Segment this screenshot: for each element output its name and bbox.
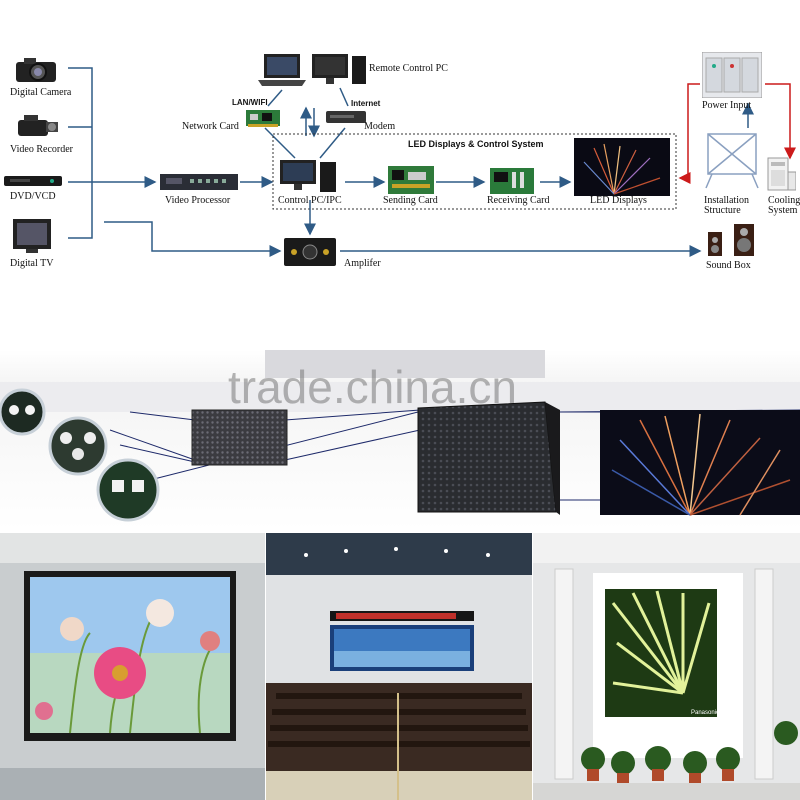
- digital-tv-label: Digital TV: [10, 258, 54, 269]
- amplifier-label: Amplifer: [344, 258, 381, 269]
- power-input-label: Power Input: [702, 100, 752, 111]
- receiving-card-label: Receiving Card: [487, 195, 550, 206]
- installation-label-1: Installation: [704, 195, 749, 206]
- internet-label: Internet: [351, 99, 381, 108]
- network-card-label: Network Card: [182, 121, 239, 132]
- network-card-icon: [246, 108, 282, 128]
- connection-lines: [68, 67, 796, 257]
- cooling-label-1: Cooling: [768, 195, 800, 206]
- modem-label: Modem: [364, 121, 396, 132]
- lan-wifi-label: LAN/WIFI: [232, 98, 268, 107]
- sending-card-label: Sending Card: [383, 195, 438, 206]
- led-display-icon: [574, 138, 670, 196]
- speaker-icon: [706, 222, 758, 258]
- video-processor-icon: [160, 172, 238, 192]
- power-cabinet-icon: [702, 52, 762, 98]
- sending-card-icon: [388, 166, 434, 194]
- digital-camera-label: Digital Camera: [10, 87, 72, 98]
- led-module-illustration: [0, 350, 800, 530]
- camera-icon: [14, 54, 58, 84]
- modem-icon: [326, 108, 366, 126]
- led-lamp-closeups: [0, 388, 160, 522]
- receiving-card-icon: [490, 168, 534, 194]
- laptop-icon: [258, 52, 306, 88]
- desktop-pc-icon: [312, 52, 368, 86]
- amplifier-icon: [284, 236, 336, 268]
- watermark: trade.china.cn: [228, 361, 517, 413]
- lobby-led-photo: Panasonic: [533, 533, 800, 800]
- sound-box-label: Sound Box: [706, 260, 751, 271]
- installation-structure-icon: [702, 130, 762, 190]
- remote-control-pc-label: Remote Control PC: [369, 63, 448, 74]
- air-conditioner-icon: [766, 156, 796, 192]
- video-recorder-icon: [14, 112, 60, 140]
- installation-label-2: Structure: [704, 205, 741, 216]
- panasonic-logo: Panasonic: [691, 710, 719, 716]
- tv-icon: [12, 218, 52, 254]
- dvd-vcd-label: DVD/VCD: [10, 191, 56, 202]
- control-pc-label: Control PC/IPC: [278, 195, 342, 206]
- auditorium-led-photo: [266, 533, 532, 800]
- control-pc-icon: [280, 160, 340, 194]
- system-diagram: Digital Camera Video Recorder DVD/VCD Di…: [0, 0, 800, 290]
- system-title: LED Displays & Control System: [408, 139, 544, 149]
- cooling-label-2: System: [768, 205, 798, 216]
- dvd-player-icon: [4, 174, 62, 188]
- video-recorder-label: Video Recorder: [10, 144, 73, 155]
- led-displays-label: LED Displays: [590, 195, 647, 206]
- indoor-led-flower-photo: [0, 533, 265, 800]
- video-processor-label: Video Processor: [165, 195, 231, 206]
